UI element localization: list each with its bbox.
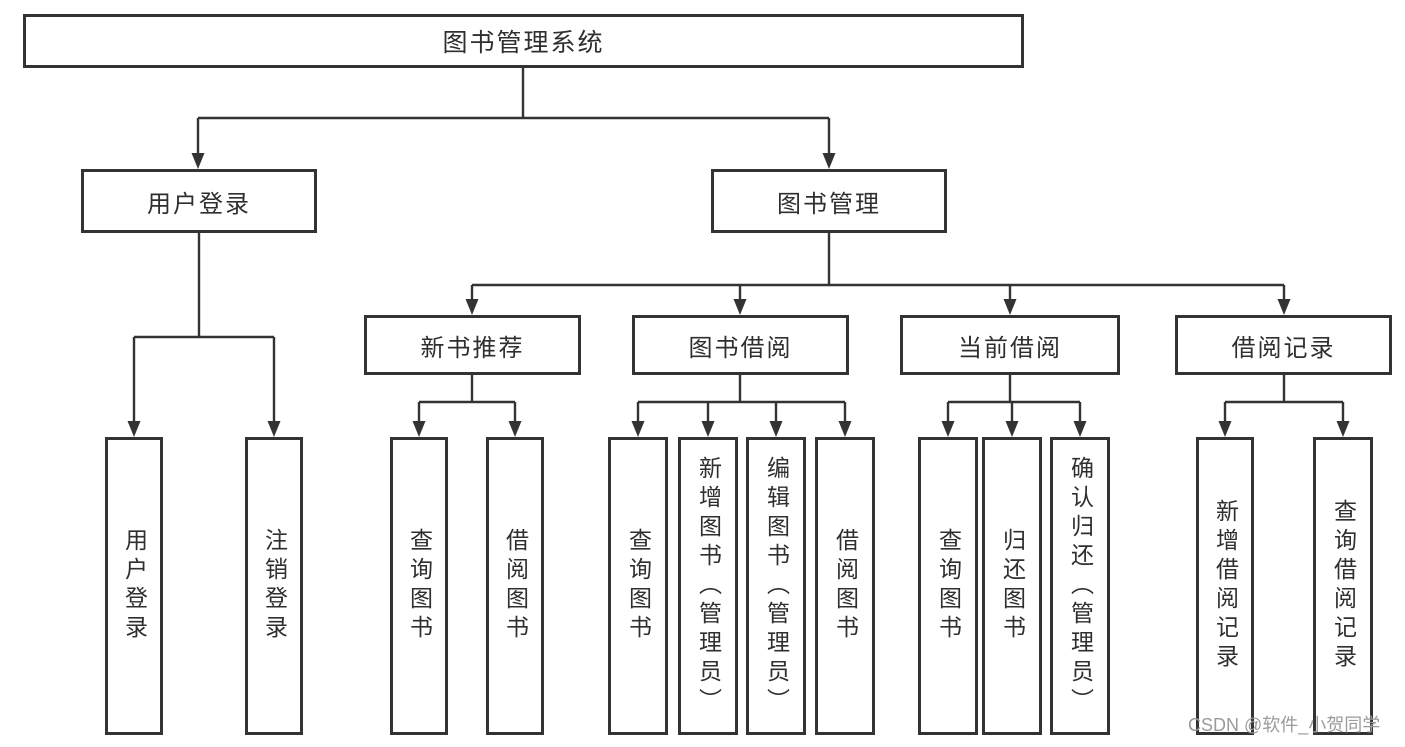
node-user-login: 用户登录 bbox=[81, 169, 317, 233]
connector-root-to-level2 bbox=[196, 68, 831, 154]
node-leaf-add-borrow-record: 新增借阅记录 bbox=[1196, 437, 1254, 735]
node-leaf-query-books-2: 查询图书 bbox=[608, 437, 668, 735]
connector-userlogin-to-leaves bbox=[132, 233, 276, 422]
connector-borrowing-to-leaves bbox=[636, 375, 847, 422]
node-leaf-user-login: 用户登录 bbox=[105, 437, 163, 735]
node-leaf-query-books-3: 查询图书 bbox=[918, 437, 978, 735]
node-leaf-edit-books-admin: 编辑图书（管理员） bbox=[746, 437, 806, 735]
node-label: 确认归还（管理员） bbox=[1067, 455, 1094, 717]
node-leaf-add-books-admin: 新增图书（管理员） bbox=[678, 437, 738, 735]
node-label: 注销登录 bbox=[261, 528, 288, 644]
node-label: 查询图书 bbox=[935, 528, 962, 644]
node-leaf-borrow-books-1: 借阅图书 bbox=[486, 437, 544, 735]
node-label: 新增借阅记录 bbox=[1212, 499, 1239, 673]
node-leaf-confirm-return-admin: 确认归还（管理员） bbox=[1050, 437, 1110, 735]
node-label: 新增图书（管理员） bbox=[695, 455, 722, 717]
node-book-borrowing: 图书借阅 bbox=[632, 315, 849, 375]
csdn-watermark: CSDN @软件_小贺同学 bbox=[1188, 715, 1381, 735]
arrowheads-userlogin-leaves bbox=[127, 421, 281, 437]
node-current-borrowing: 当前借阅 bbox=[900, 315, 1120, 375]
arrowheads-level3 bbox=[465, 299, 1291, 315]
node-new-book-recommend: 新书推荐 bbox=[364, 315, 581, 375]
node-leaf-query-books-1: 查询图书 bbox=[390, 437, 448, 735]
node-label: 用户登录 bbox=[121, 528, 148, 644]
connector-current-to-leaves bbox=[946, 375, 1082, 422]
node-root: 图书管理系统 bbox=[23, 14, 1024, 68]
node-label: 借阅图书 bbox=[502, 528, 529, 644]
node-leaf-logout: 注销登录 bbox=[245, 437, 303, 735]
node-label: 归还图书 bbox=[999, 528, 1026, 644]
node-label: 借阅图书 bbox=[832, 528, 859, 644]
node-leaf-return-books: 归还图书 bbox=[982, 437, 1042, 735]
node-label: 查询借阅记录 bbox=[1330, 499, 1357, 673]
arrowheads-leaf-rows bbox=[412, 421, 1350, 437]
node-borrowing-records: 借阅记录 bbox=[1175, 315, 1392, 375]
node-book-management: 图书管理 bbox=[711, 169, 947, 233]
node-label: 编辑图书（管理员） bbox=[763, 455, 790, 717]
connector-bookmgmt-to-level3 bbox=[470, 233, 1286, 300]
node-label: 查询图书 bbox=[625, 528, 652, 644]
connector-records-to-leaves bbox=[1223, 375, 1345, 422]
arrowheads-level2 bbox=[191, 153, 836, 169]
connector-newbooks-to-leaves bbox=[417, 375, 517, 422]
node-label: 查询图书 bbox=[406, 528, 433, 644]
node-leaf-query-borrow-record: 查询借阅记录 bbox=[1313, 437, 1373, 735]
node-leaf-borrow-books-2: 借阅图书 bbox=[815, 437, 875, 735]
